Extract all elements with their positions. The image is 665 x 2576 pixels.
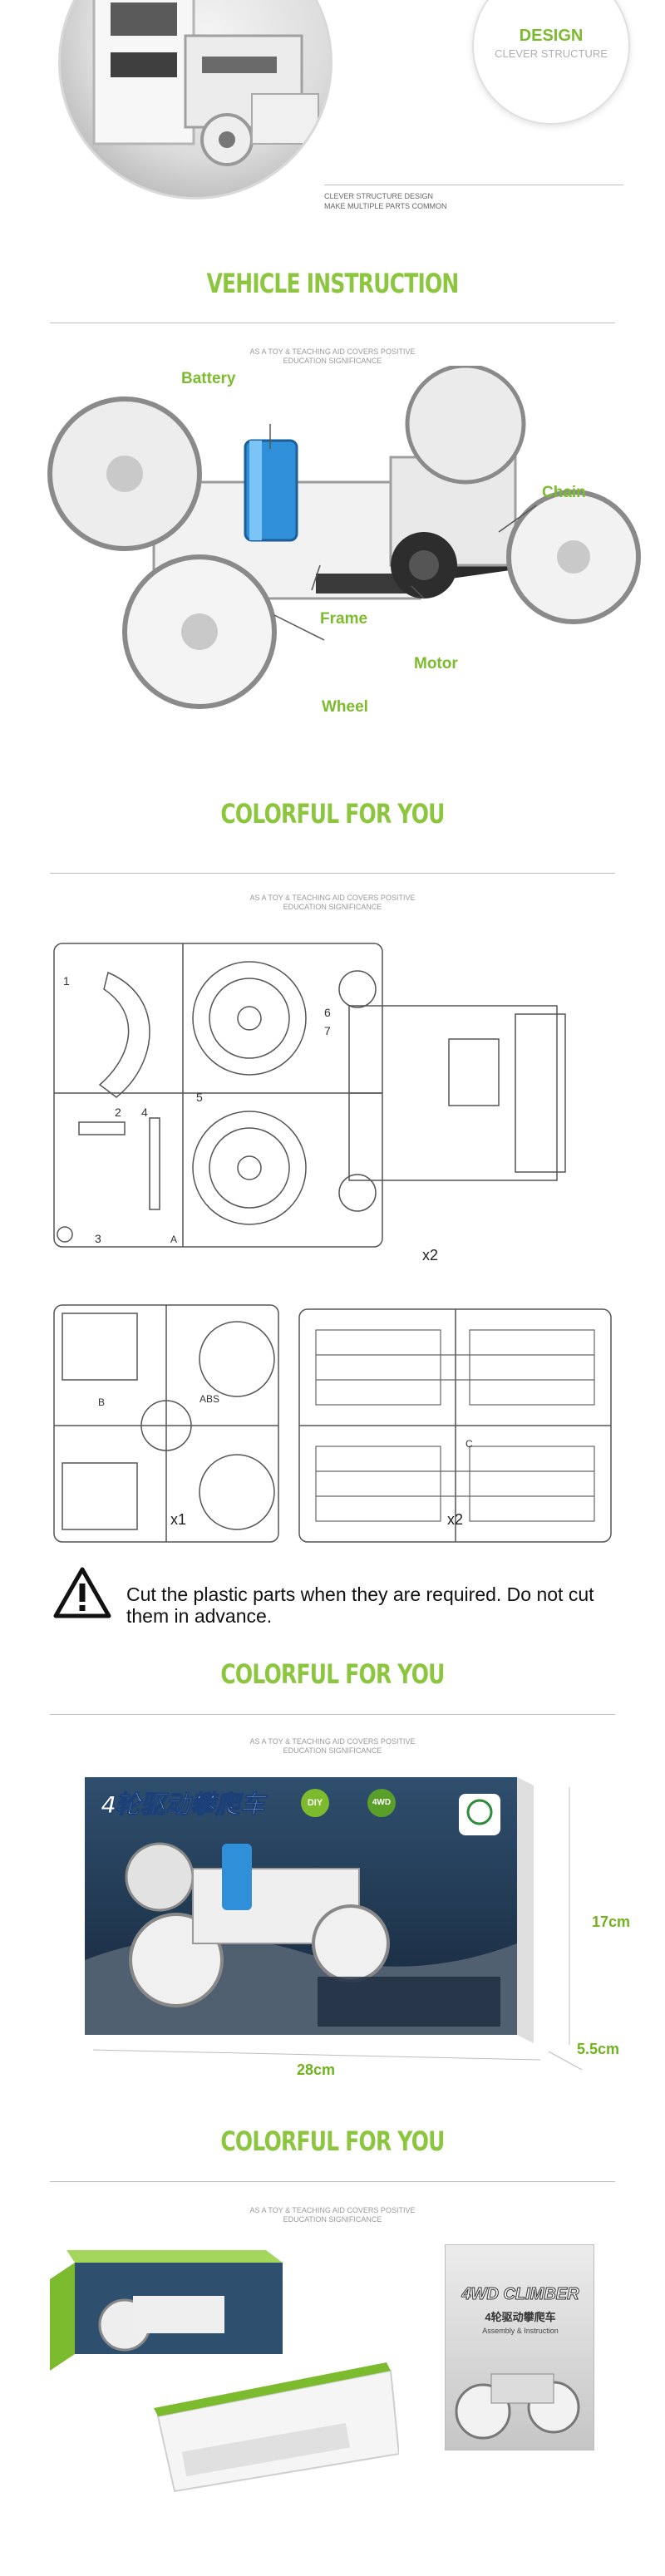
part-number-1: 1 <box>63 974 70 988</box>
front-right-wheel <box>506 490 641 624</box>
warning-text: Cut the plastic parts when they are requ… <box>126 1584 594 1627</box>
subtitle-line-1: AS A TOY & TEACHING AID COVERS POSITIVE <box>249 894 416 902</box>
front-left-wheel <box>122 554 277 709</box>
box-dimension-lines <box>92 1787 583 2071</box>
manual-caption: Assembly & Instruction <box>482 2327 559 2335</box>
manual-booklet: 4WD CLIMBER 4轮驱动攀爬车 Assembly & Instructi… <box>445 2244 594 2450</box>
subtitle-line-2: EDUCATION SIGNIFICANCE <box>283 1746 382 1755</box>
back-left-wheel <box>47 396 202 551</box>
subtitle-line-2: EDUCATION SIGNIFICANCE <box>283 357 382 365</box>
track-link-grid <box>315 1329 595 1522</box>
part-letter-b: B <box>98 1396 106 1408</box>
badge-subtitle: CLEVER STRUCTURE <box>495 47 608 60</box>
parts-sprue-diagram <box>53 943 612 1543</box>
divider-line <box>50 2181 615 2182</box>
subtitle-line-1: AS A TOY & TEACHING AID COVERS POSITIVE <box>249 347 416 356</box>
back-right-wheel <box>405 366 526 485</box>
divider-line <box>50 873 615 874</box>
vehicle-illustration <box>47 366 641 709</box>
quantity-lower-left: x1 <box>170 1511 187 1528</box>
vehicle-instruction-section: VEHICLE INSTRUCTION AS A TOY & TEACHING … <box>0 258 665 740</box>
box-section: COLORFUL FOR YOU AS A TOY & TEACHING AID… <box>0 1654 665 2120</box>
caption-line-1: CLEVER STRUCTURE DESIGN <box>324 192 434 200</box>
section-subtitle: AS A TOY & TEACHING AID COVERS POSITIVE … <box>0 894 665 912</box>
manual-title: 4WD CLIMBER <box>461 2285 579 2304</box>
subtitle-line-2: EDUCATION SIGNIFICANCE <box>283 2215 382 2224</box>
section-subtitle: AS A TOY & TEACHING AID COVERS POSITIVE … <box>0 1737 665 1756</box>
section-title: COLORFUL FOR YOU <box>220 2125 445 2157</box>
label-frame: Frame <box>320 610 368 628</box>
part-letter-c: C <box>466 1438 473 1450</box>
box-height-label: 17cm <box>592 1914 631 1930</box>
subtitle-line-1: AS A TOY & TEACHING AID COVERS POSITIVE <box>249 2206 416 2214</box>
section-subtitle: AS A TOY & TEACHING AID COVERS POSITIVE … <box>0 347 665 366</box>
section-subtitle: AS A TOY & TEACHING AID COVERS POSITIVE … <box>0 2206 665 2224</box>
product-box-image: 4轮驱动攀爬车 DIY 4WD <box>85 1777 534 2043</box>
box-width-label: 28cm <box>297 2061 336 2078</box>
label-battery: Battery <box>181 370 236 387</box>
package-box-image <box>50 2250 399 2493</box>
badge-title: DESIGN <box>519 27 584 45</box>
section-title: COLORFUL FOR YOU <box>220 1658 445 1690</box>
4wd-badge: 4WD <box>367 1789 396 1817</box>
section-title: COLORFUL FOR YOU <box>220 798 445 830</box>
part-number-4: 4 <box>141 1106 148 1119</box>
subtitle-line-2: EDUCATION SIGNIFICANCE <box>283 903 382 911</box>
parts-section: COLORFUL FOR YOU AS A TOY & TEACHING AID… <box>0 798 665 1654</box>
box-depth-label: 5.5cm <box>577 2041 620 2057</box>
quantity-upper: x2 <box>422 1247 439 1263</box>
part-number-5: 5 <box>196 1091 203 1104</box>
part-number-3: 3 <box>95 1232 101 1245</box>
label-motor: Motor <box>414 655 458 672</box>
part-letter-a: A <box>170 1234 178 1245</box>
caption-line-2: MAKE MULTIPLE PARTS COMMON <box>324 202 447 210</box>
label-chain: Chain <box>542 484 586 501</box>
part-number-7: 7 <box>324 1024 331 1037</box>
warning-icon <box>53 1567 111 1618</box>
box-title: 4轮驱动攀爬车 <box>101 1791 266 1820</box>
divider-line <box>50 1714 615 1715</box>
top-section: DESIGN CLEVER STRUCTURE CLEVER STRUCTURE… <box>0 0 665 216</box>
structure-closeup-image <box>58 0 332 199</box>
part-number-6: 6 <box>324 1006 331 1019</box>
part-label-abs: ABS <box>200 1393 220 1405</box>
package-section: COLORFUL FOR YOU AS A TOY & TEACHING AID… <box>0 2121 665 2576</box>
diy-badge: DIY <box>301 1789 329 1817</box>
part-number-2: 2 <box>115 1106 121 1119</box>
label-wheel: Wheel <box>322 698 368 716</box>
structure-caption: CLEVER STRUCTURE DESIGN MAKE MULTIPLE PA… <box>324 191 447 211</box>
subtitle-line-1: AS A TOY & TEACHING AID COVERS POSITIVE <box>249 1737 416 1746</box>
manual-subtitle: 4轮驱动攀爬车 <box>485 2311 556 2323</box>
section-title: VEHICLE INSTRUCTION <box>206 268 459 299</box>
quantity-lower-right: x2 <box>447 1511 464 1528</box>
design-badge: DESIGN CLEVER STRUCTURE <box>472 0 630 125</box>
